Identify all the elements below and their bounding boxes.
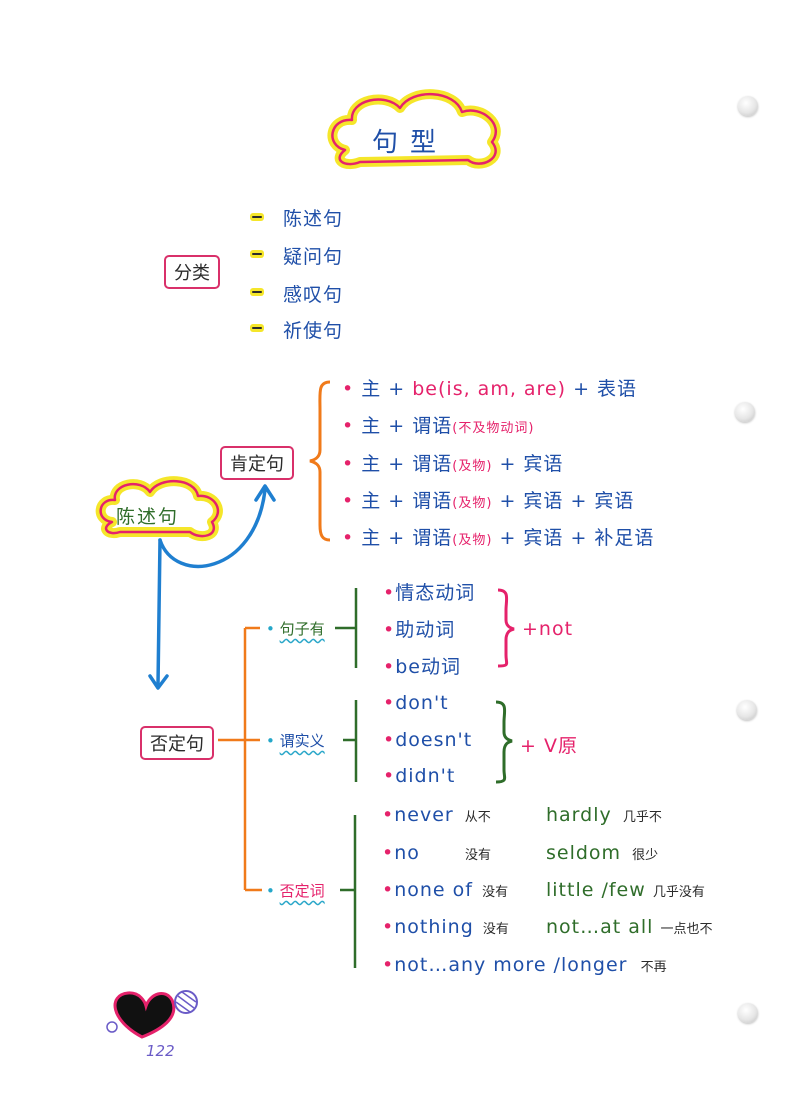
negative-label: 否定句	[140, 726, 214, 760]
classification-item: 疑问句	[283, 246, 344, 268]
classification-item: 陈述句	[283, 208, 344, 230]
brace-group2	[495, 700, 513, 784]
group1-item: •助动词	[383, 619, 456, 641]
classification-item: 感叹句	[283, 284, 344, 306]
negation-word-row: hardly 几乎不	[546, 804, 662, 826]
affirmative-rule: • 主 + be(is, am, are) + 表语	[342, 378, 638, 400]
group3-label: • 否定词	[266, 882, 325, 900]
brace-group1	[497, 588, 515, 668]
classification-item: 祈使句	[283, 320, 344, 342]
classification-label: 分类	[164, 255, 220, 289]
arrow-to-affirmative	[158, 488, 267, 569]
affirmative-brace	[309, 380, 331, 542]
affirmative-rule: • 主 + 谓语(及物) + 宾语 + 补足语	[342, 527, 655, 549]
heart-doodle	[113, 991, 176, 1039]
binder-hole	[737, 700, 757, 720]
negation-word-row: •never 从不	[382, 804, 491, 826]
page-number: 122	[146, 1042, 175, 1060]
negation-word-row: •no 没有	[382, 842, 491, 864]
check-mark-icon	[250, 288, 264, 296]
negation-word-row: •not…any more /longer 不再	[382, 954, 667, 976]
negation-word-row: little /few 几乎没有	[546, 879, 705, 901]
binder-hole	[735, 402, 755, 422]
binder-hole	[738, 96, 758, 116]
group2-label: • 谓实义	[266, 732, 325, 750]
negation-word-row: seldom 很少	[546, 842, 659, 864]
negation-word-row: •nothing 没有	[382, 916, 509, 938]
check-mark-icon	[250, 324, 264, 332]
affirmative-rule: • 主 + 谓语(不及物动词)	[342, 415, 535, 437]
group2-item: •didn't	[383, 765, 456, 787]
group2-item: •don't	[383, 692, 449, 714]
group1-result: +not	[522, 618, 574, 640]
group1-item: •情态动词	[383, 582, 476, 604]
affirmative-rule: • 主 + 谓语(及物) + 宾语	[342, 453, 564, 475]
negative-tree	[218, 626, 262, 892]
group1-item: •be动词	[383, 656, 461, 678]
arrow-to-negative	[156, 538, 162, 687]
check-mark-icon	[250, 250, 264, 258]
binder-hole	[738, 1003, 758, 1023]
negation-word-row: •none of 没有	[382, 879, 509, 901]
group1-label: • 句子有	[266, 620, 325, 638]
check-mark-icon	[250, 213, 264, 221]
central-node: 陈述句	[116, 506, 180, 528]
affirmative-rule: • 主 + 谓语(及物) + 宾语 + 宾语	[342, 490, 635, 512]
group2-result: + V原	[520, 735, 578, 757]
negation-word-row: not…at all 一点也不	[546, 916, 713, 938]
affirmative-label: 肯定句	[220, 446, 294, 480]
group2-item: •doesn't	[383, 729, 473, 751]
page-title: 句型	[372, 128, 449, 158]
